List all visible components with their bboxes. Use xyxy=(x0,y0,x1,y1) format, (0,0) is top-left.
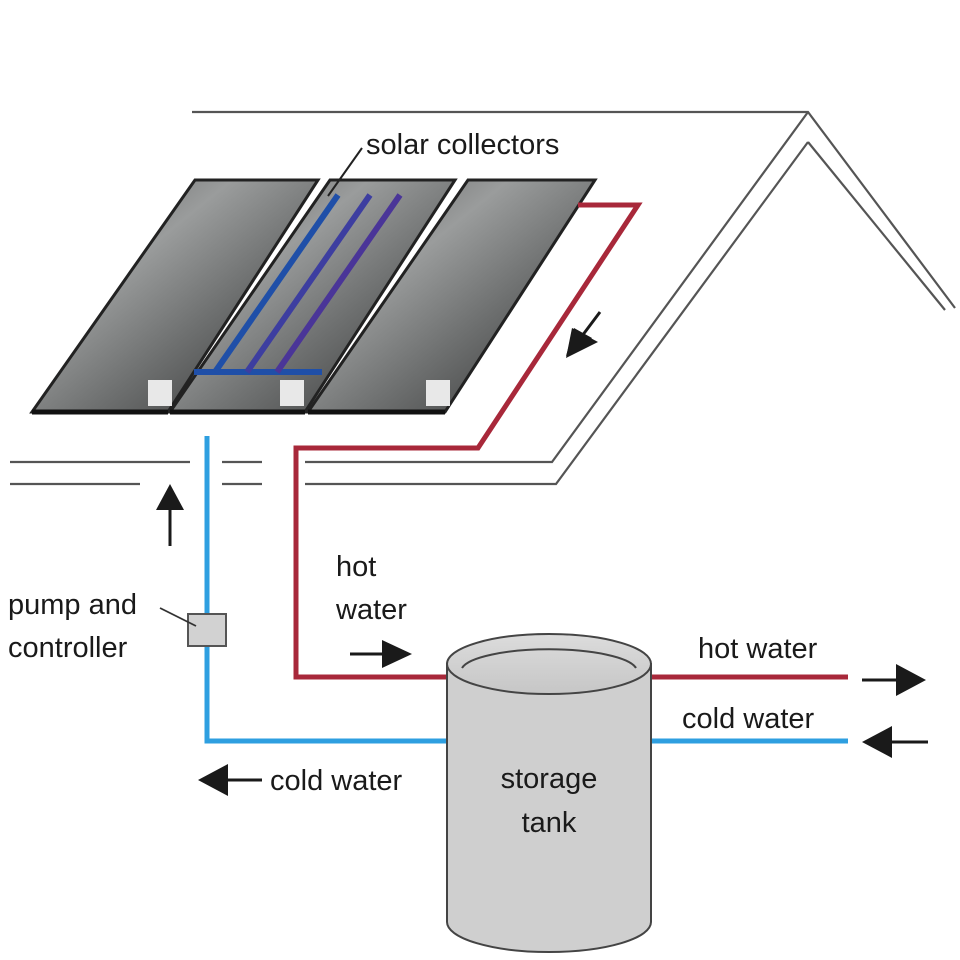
arrow-right-icon xyxy=(350,640,412,668)
arrow-left-icon xyxy=(198,764,262,796)
flow-arrows xyxy=(156,311,928,796)
pump-leader-line xyxy=(159,607,197,627)
arrow-up-icon xyxy=(156,484,184,546)
panel-label-sticker xyxy=(426,380,450,406)
arrow-down-left-icon xyxy=(566,311,602,358)
hot-pipe-collector-return xyxy=(293,202,643,680)
absorber-tubes xyxy=(194,192,578,375)
pump-controller-label-line2: controller xyxy=(8,632,128,664)
solar-collector-panels xyxy=(29,178,598,415)
pump-controller-box xyxy=(187,613,227,647)
solar-collectors-label: solar collectors xyxy=(366,129,559,161)
storage-tank-label-line1: storage xyxy=(501,763,598,795)
arrow-right-icon xyxy=(862,664,926,696)
hot-water-inlet-label-line2: water xyxy=(335,594,407,626)
hot-water-outlet-label: hot water xyxy=(698,633,818,665)
cold-water-inlet-label: cold water xyxy=(682,703,815,735)
roof-outline xyxy=(10,110,956,486)
pump-controller-label-line1: pump and xyxy=(8,589,137,621)
storage-tank-label-line2: tank xyxy=(522,807,577,839)
panel-label-sticker xyxy=(280,380,304,406)
storage-tank xyxy=(446,633,652,953)
cold-pipe-to-collectors xyxy=(204,436,450,744)
hot-water-inlet-label-line1: hot xyxy=(336,551,376,583)
cold-water-outlet-label: cold water xyxy=(270,765,403,797)
collectors-leader-line xyxy=(327,147,363,197)
panel-label-sticker xyxy=(148,380,172,406)
arrow-left-icon xyxy=(862,726,928,758)
